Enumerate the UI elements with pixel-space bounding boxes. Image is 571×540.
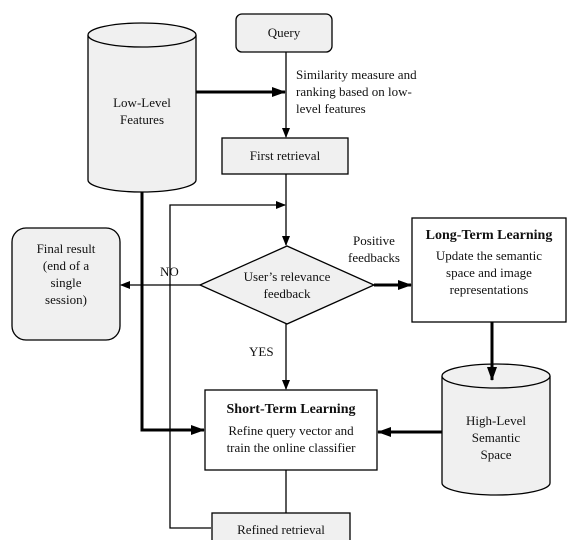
final-result-label: Final result (end of a single session) (36, 241, 96, 307)
low-level-features-cylinder (87, 22, 197, 193)
first-retrieval-box (221, 137, 349, 175)
long-term-desc: Update the semantic space and image repr… (435, 248, 543, 297)
short-term-learning-box (204, 389, 378, 471)
query-box (235, 13, 333, 53)
positive-feedbacks-label: Positive feedbacks (348, 233, 400, 265)
refined-retrieval-label: Refined retrieval (237, 522, 325, 537)
short-term-title: Short-Term Learning (226, 402, 356, 417)
query-label: Query (267, 25, 301, 40)
long-term-learning-box (411, 217, 567, 323)
short-term-desc: Refine query vector and train the online… (226, 423, 356, 455)
long-term-title: Long-Term Learning (425, 228, 553, 243)
no-label: NO (160, 264, 179, 279)
edge-lowlevel-shortterm (140, 192, 205, 435)
low-level-features-label: Low-Level Features (113, 95, 171, 127)
relevance-feedback-diamond (198, 245, 376, 325)
first-retrieval-label: First retrieval (249, 148, 321, 163)
relevance-feedback-label: User’s relevance feedback (243, 269, 331, 301)
yes-label: YES (249, 344, 274, 359)
edge-loop-back (169, 201, 286, 529)
refined-retrieval-box (211, 512, 351, 540)
similarity-label: Similarity measure and ranking based on … (296, 67, 417, 116)
high-level-label: High-Level Semantic Space (466, 413, 526, 462)
